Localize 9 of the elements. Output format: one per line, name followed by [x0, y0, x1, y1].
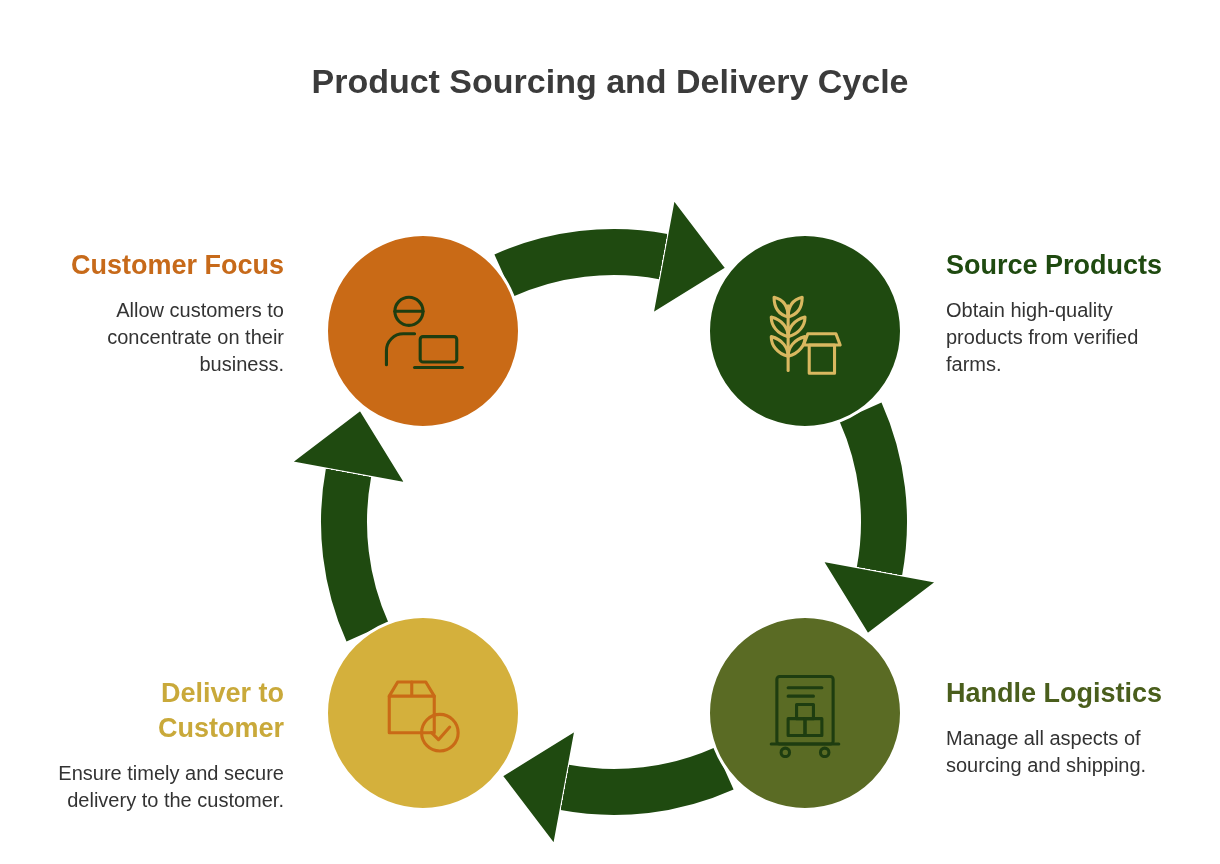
step-heading: Handle Logistics	[946, 677, 1164, 710]
step-description: Allow customers to concentrate on their business.	[106, 298, 284, 377]
step-heading: Source Products	[946, 249, 1164, 282]
step-heading: Deliver to Customer	[156, 677, 284, 745]
step-description: Manage all aspects of sourcing and shipping.	[946, 726, 1148, 778]
step-description: Obtain high-quality products from verified farms.	[946, 298, 1140, 377]
diagram-title: Product Sourcing and Delivery Cycle	[310, 62, 910, 101]
step-heading: Customer Focus	[69, 249, 284, 282]
step-description: Ensure timely and secure delivery to the customer.	[57, 761, 284, 813]
